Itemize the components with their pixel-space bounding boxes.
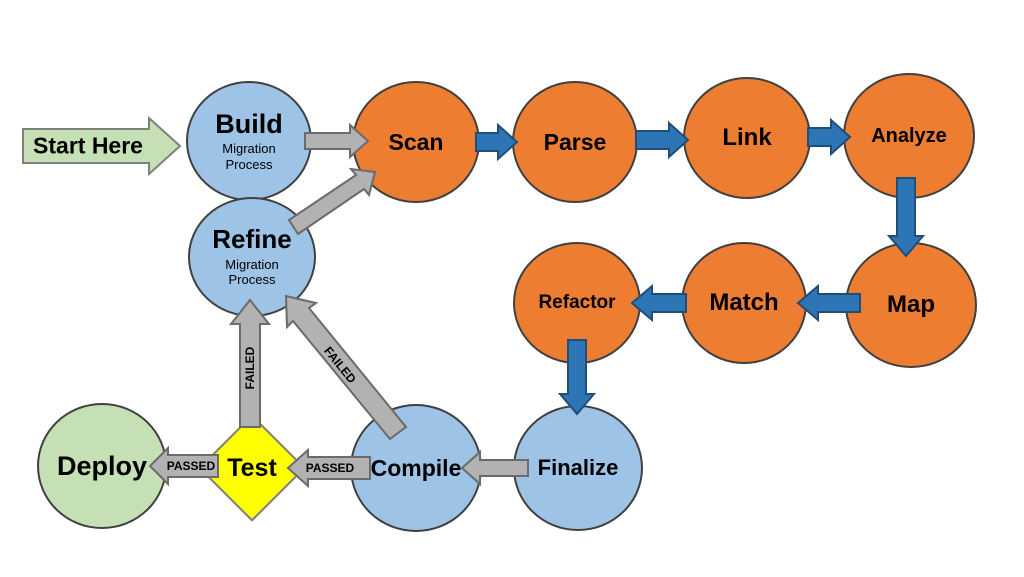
node-build-label: Build	[215, 108, 283, 139]
node-build-sublabel: Migration Process	[222, 141, 276, 172]
edge-label-failed-test-refine: FAILED	[243, 346, 257, 390]
node-refactor-label: Refactor	[538, 292, 616, 314]
node-analyze-label: Analyze	[871, 124, 947, 147]
edge-label-passed-compile-test: PASSED	[305, 461, 355, 475]
node-build: Build Migration Process	[186, 81, 312, 201]
arrow-parse-to-link	[635, 120, 690, 160]
node-finalize: Finalize	[513, 405, 643, 531]
node-map-label: Map	[887, 291, 935, 319]
node-refine-label: Refine	[212, 224, 292, 255]
start-here-label: Start Here	[33, 132, 143, 159]
node-refine-sublabel: Migration Process	[225, 256, 279, 288]
node-compile: Compile	[350, 404, 482, 532]
node-scan: Scan	[352, 81, 480, 203]
edge-label-passed-test-deploy: PASSED	[166, 459, 216, 473]
node-match-label: Match	[709, 289, 779, 317]
node-match: Match	[681, 242, 807, 364]
node-map: Map	[845, 242, 977, 368]
node-refactor: Refactor	[513, 242, 641, 364]
node-finalize-label: Finalize	[537, 455, 619, 481]
node-refine: Refine Migration Process	[188, 197, 316, 317]
node-link: Link	[683, 77, 811, 199]
node-parse: Parse	[512, 81, 638, 203]
node-parse-label: Parse	[543, 128, 607, 155]
node-analyze: Analyze	[843, 73, 975, 199]
node-deploy-label: Deploy	[56, 450, 148, 481]
node-compile-label: Compile	[370, 454, 462, 481]
edge-label-failed-compile-refine: FAILED	[321, 344, 359, 386]
node-scan-label: Scan	[388, 128, 444, 155]
node-deploy: Deploy	[37, 403, 167, 529]
node-link-label: Link	[722, 124, 772, 152]
arrow-scan-to-parse	[475, 122, 519, 162]
node-test-label: Test	[227, 453, 277, 482]
